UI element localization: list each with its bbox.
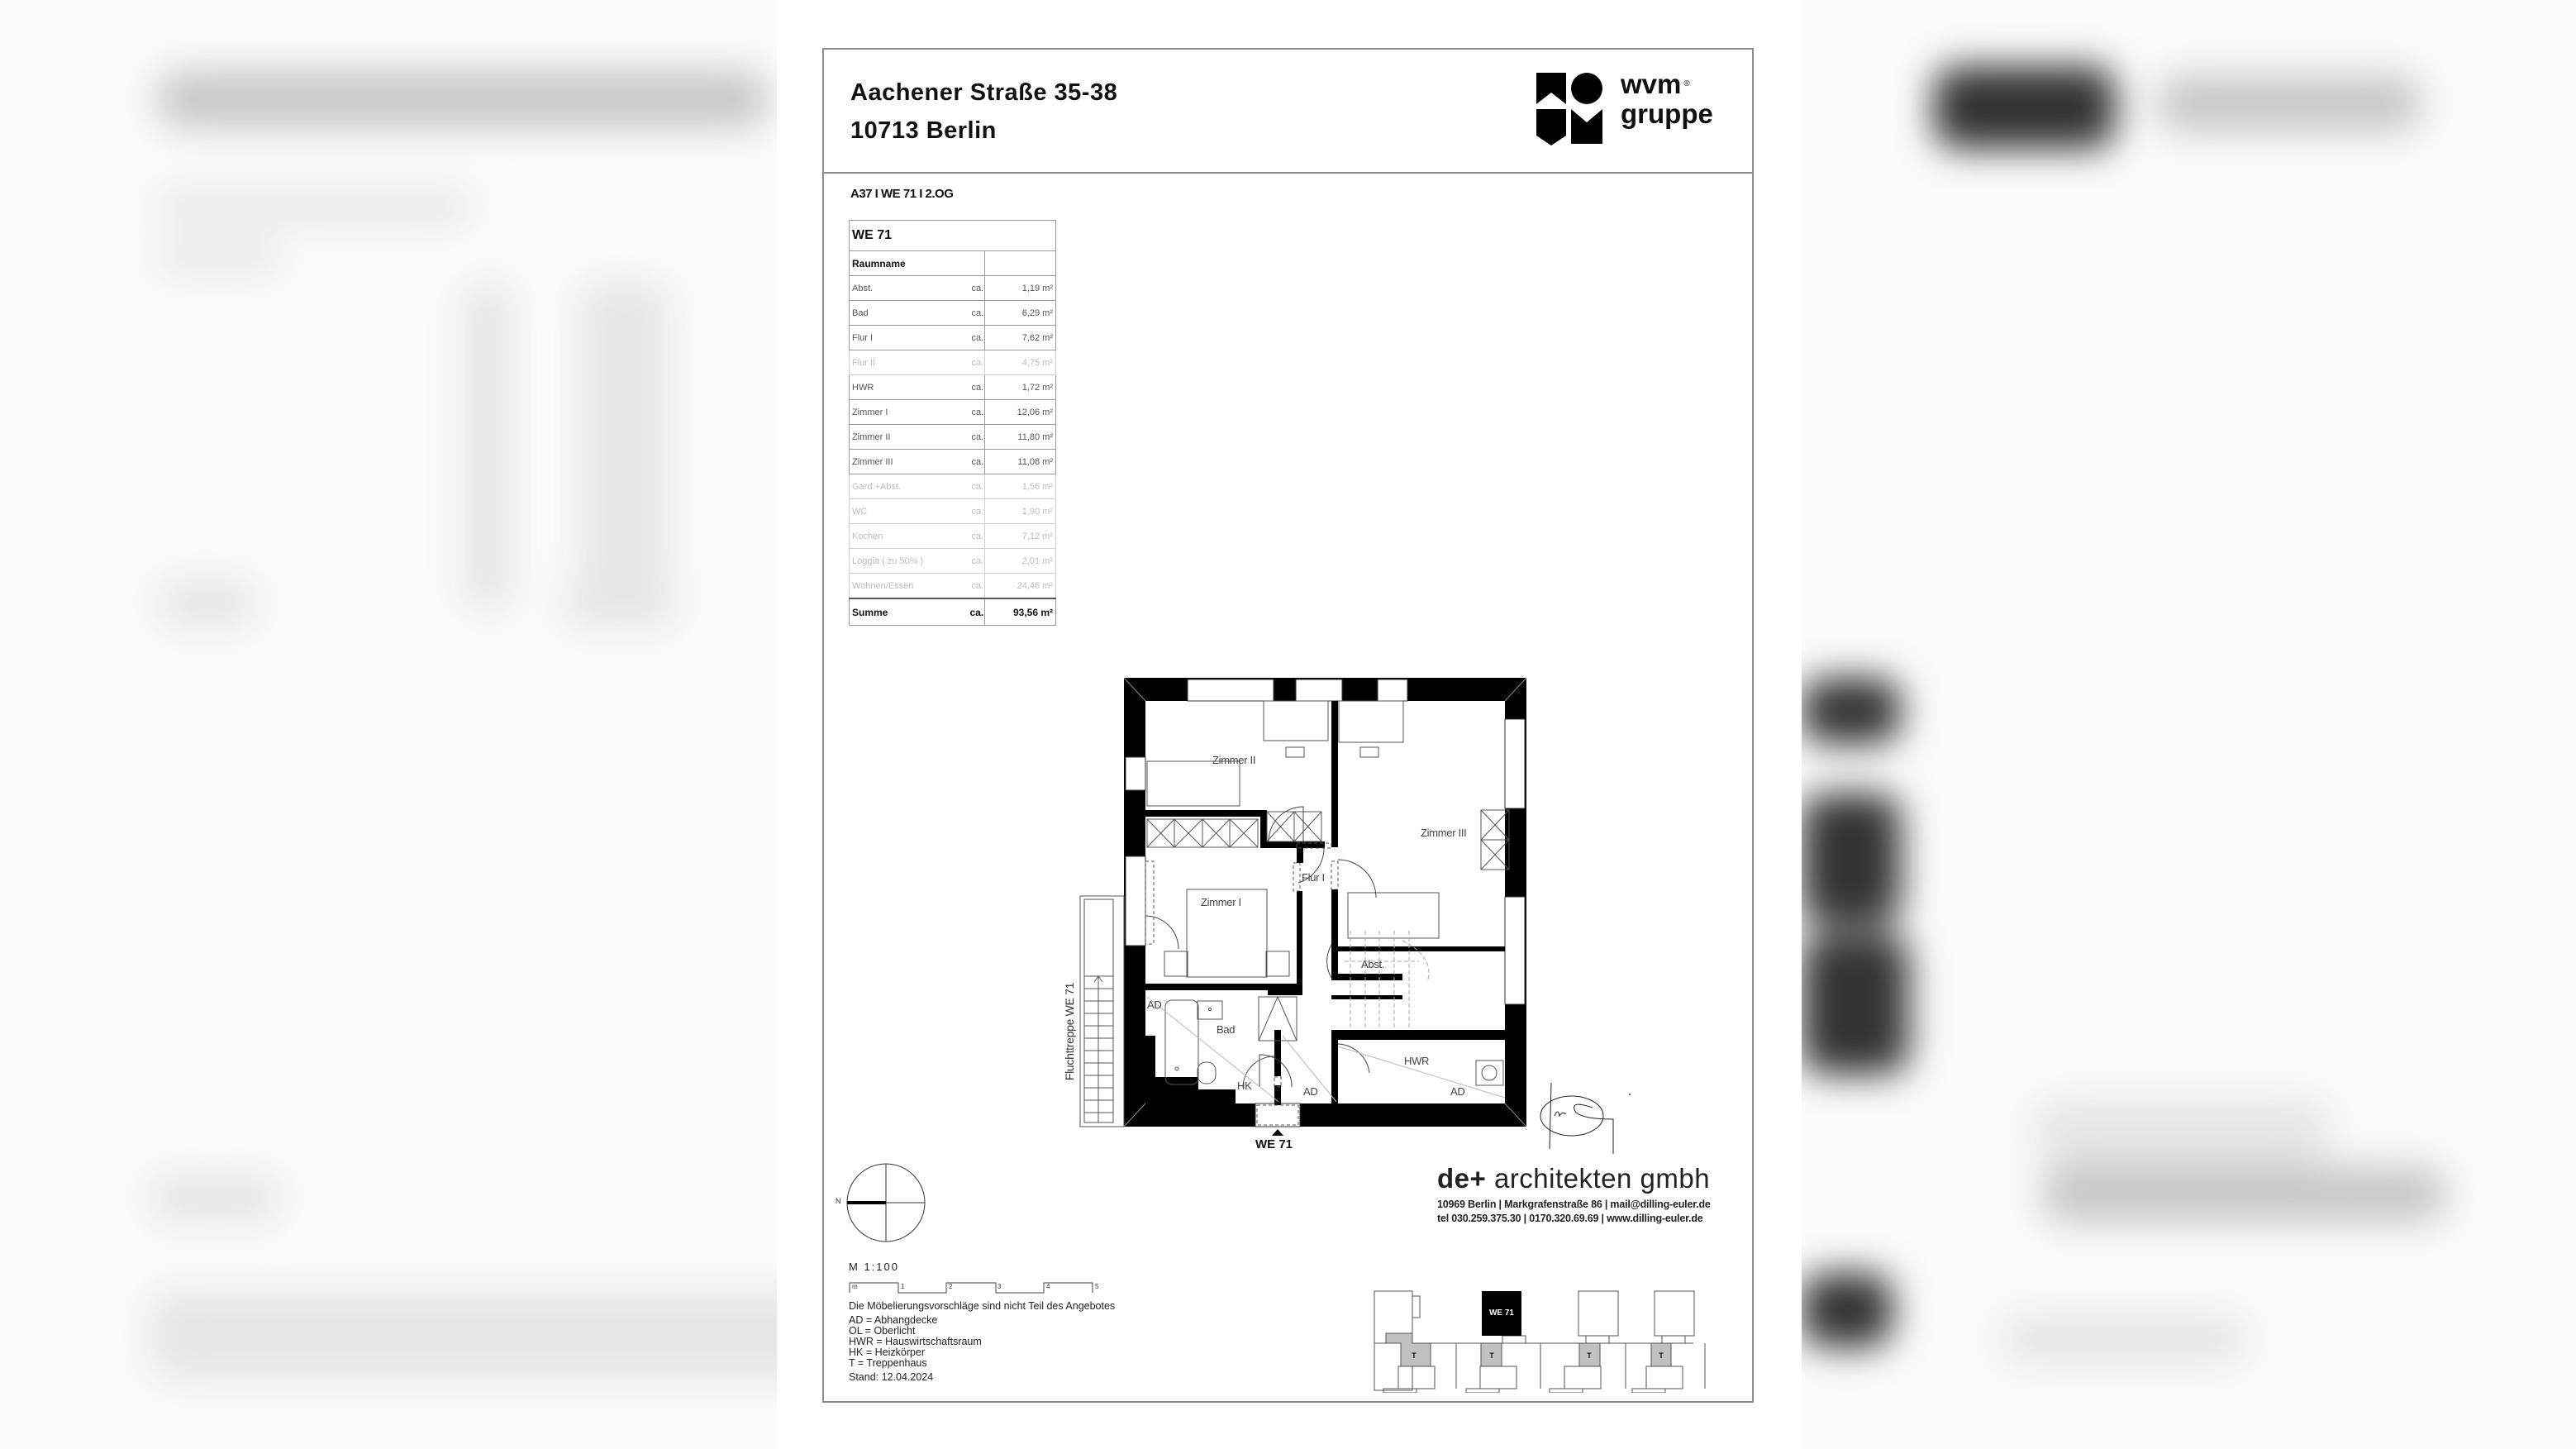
svg-text:T: T <box>1412 1351 1417 1360</box>
label-entry: WE 71 <box>1255 1137 1293 1151</box>
floor-plan-drawing: Zimmer II Zimmer III Flur I Zimmer I Abs… <box>1063 668 1559 1164</box>
address-street: Aachener Straße 35-38 <box>850 79 1118 106</box>
north-compass-icon <box>846 1163 926 1242</box>
legend-item: OL = Oberlicht <box>849 1325 916 1337</box>
svg-text:T: T <box>1587 1351 1592 1360</box>
label-escape-stair: Fluchttreppe WE 71 <box>1063 982 1077 1081</box>
site-highlight-we71: WE 71 <box>1488 1308 1514 1318</box>
architect-stamp: de+ architekten gmbh 10969 Berlin | Mark… <box>1436 1075 1733 1224</box>
signature-icon <box>1540 1082 1631 1154</box>
label-hwr: HWR <box>1404 1055 1430 1067</box>
architect-contact: tel 030.259.375.30 | 0170.320.69.69 | ww… <box>1437 1213 1703 1224</box>
column-header-raumname: Raumname <box>848 250 986 276</box>
label-zimmer-2: Zimmer II <box>1212 754 1256 766</box>
table-row: Abst.ca.1,19 m² <box>849 275 1056 301</box>
furniture-note: Die Möbelierungsvorschläge sind nicht Te… <box>849 1300 1116 1312</box>
label-ad: AD <box>1303 1085 1318 1098</box>
wvm-logo: wvm® gruppe <box>1536 69 1713 147</box>
svg-text:T: T <box>1489 1351 1494 1360</box>
svg-text:T: T <box>1659 1351 1664 1360</box>
legend: Die Möbelierungsvorschläge sind nicht Te… <box>849 1301 1115 1383</box>
logo-text-gruppe: gruppe <box>1621 98 1713 129</box>
address-city: 10713 Berlin <box>850 117 997 144</box>
label-abst: Abst. <box>1361 958 1385 970</box>
legend-item: AD = Abhangdecke <box>849 1314 938 1326</box>
architect-address: 10969 Berlin | Markgrafenstraße 86 | mai… <box>1437 1199 1711 1210</box>
table-title-row: WE 71 <box>849 220 1056 251</box>
compass-north-label: N <box>836 1197 841 1205</box>
table-row: Gard.+Abst.ca.1,56 m² <box>849 474 1056 499</box>
legend-item: HWR = Hauswirtschaftsraum <box>849 1336 982 1347</box>
label-zimmer-1: Zimmer I <box>1201 896 1241 908</box>
scale-label: M 1:100 <box>849 1261 899 1273</box>
unit-label: A37 I WE 71 I 2.OG <box>850 187 954 201</box>
architect-name: de+ architekten gmbh <box>1437 1163 1711 1194</box>
floor-plan-page: Aachener Straße 35-38 10713 Berlin wvm® … <box>822 48 1754 1403</box>
entry-arrow-icon <box>1272 1129 1283 1136</box>
floor-plan-walls <box>1079 677 1527 1136</box>
label-hk: HK <box>1237 1080 1252 1092</box>
date-stand: Stand: 12.04.2024 <box>849 1371 934 1383</box>
logo-text-wvm: wvm® <box>1621 69 1690 99</box>
label-ad: AD <box>1450 1085 1465 1098</box>
legend-item: T = Treppenhaus <box>849 1357 927 1369</box>
label-flur-1: Flur I <box>1302 871 1325 884</box>
label-ad: AD <box>1147 999 1162 1011</box>
page-header: Aachener Straße 35-38 10713 Berlin wvm® … <box>824 50 1752 174</box>
site-key-plan: T T T T WE 71 <box>1363 1277 1710 1393</box>
label-bad: Bad <box>1217 1023 1236 1036</box>
table-header-row: Raumname <box>848 250 1056 276</box>
wvm-logo-icon <box>1536 73 1602 145</box>
label-zimmer-3: Zimmer III <box>1421 827 1467 839</box>
table-row: Loggia ( zu 50% )ca.2,01 m² <box>849 548 1056 574</box>
table-title: WE 71 <box>849 220 1056 251</box>
legend-item: HK = Heizkörper <box>849 1347 926 1358</box>
scale-bar <box>849 1282 1093 1294</box>
